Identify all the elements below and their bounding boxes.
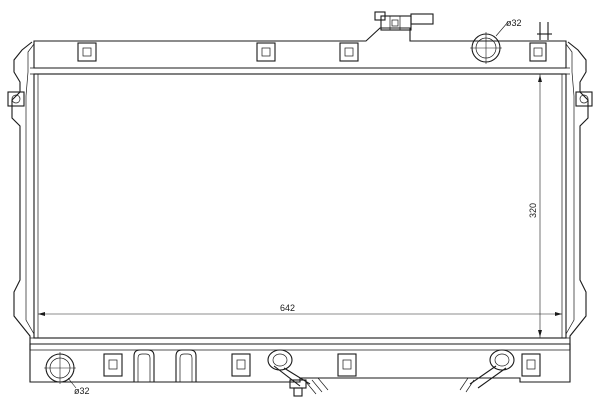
bottom-bracket-3 <box>337 353 357 377</box>
left-side-frame-inner <box>25 43 35 335</box>
bottom-fitting-left <box>267 349 329 395</box>
right-side-frame-inner <box>565 43 575 335</box>
width-dimension-label: 642 <box>280 303 295 313</box>
top-bracket-2 <box>256 42 276 62</box>
bottom-tank <box>29 343 571 383</box>
inlet-pipe <box>470 21 509 64</box>
left-mount-bracket <box>7 91 25 107</box>
right-mount-bracket <box>575 91 593 107</box>
bottom-bracket-2 <box>231 353 251 377</box>
top-bracket-1 <box>77 42 97 62</box>
outlet-diameter-label: ø32 <box>74 386 90 396</box>
bottom-slot-2 <box>175 349 197 382</box>
bottom-fitting-right <box>459 349 515 393</box>
top-pin <box>537 22 552 40</box>
left-side-frame <box>11 41 33 350</box>
drain-plug <box>289 379 307 397</box>
height-dimension-label: 320 <box>528 203 538 218</box>
right-side-frame <box>567 41 589 350</box>
bottom-bracket-1 <box>103 353 123 377</box>
bottom-bracket-4 <box>521 353 541 377</box>
top-bracket-3 <box>339 42 359 62</box>
top-bracket-4 <box>529 42 547 62</box>
radiator-core <box>33 73 567 339</box>
width-dimension-line <box>38 312 562 316</box>
bottom-slot-1 <box>133 349 155 382</box>
filler-cap <box>374 11 434 31</box>
outlet-pipe <box>44 352 77 389</box>
inlet-diameter-label: ø32 <box>506 18 522 28</box>
